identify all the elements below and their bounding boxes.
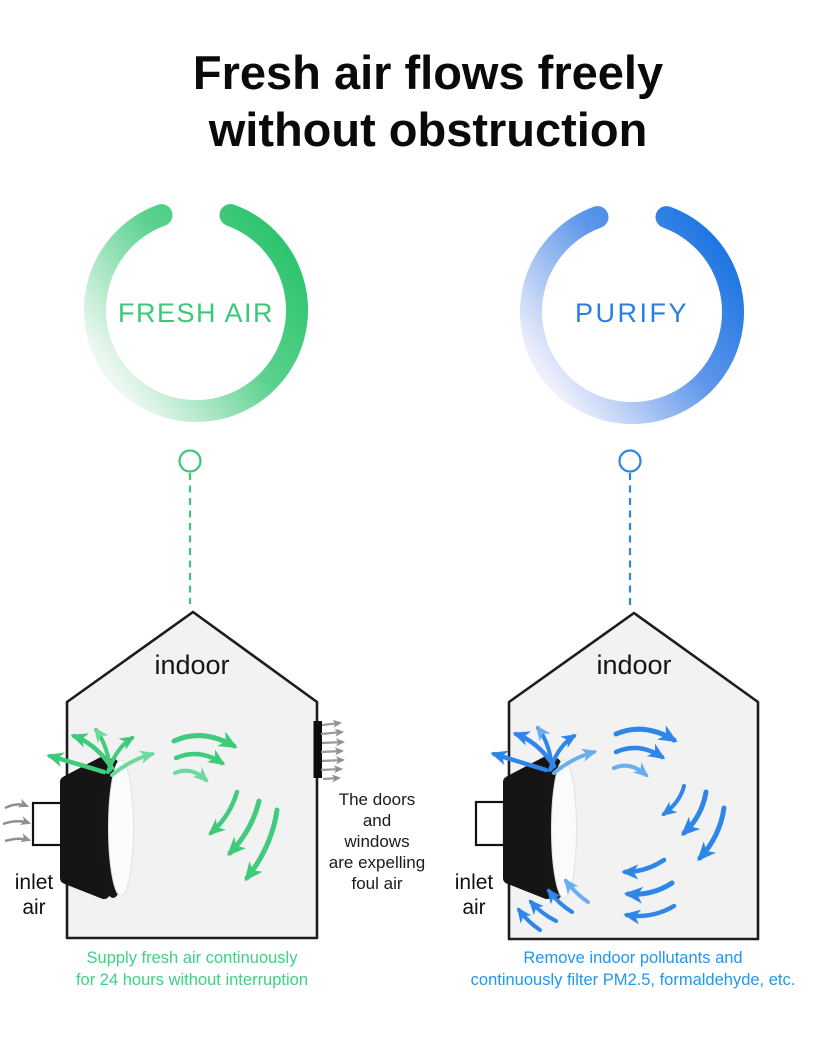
fresh-airflow-arrows-icon [46,727,280,882]
left-house-caption: Supply fresh air continuously for 24 hou… [40,947,344,991]
left-caption-line-1: Supply fresh air continuously [86,949,298,967]
doors-note-line-1: The doors [338,790,416,809]
purify-ring-label: PURIFY [574,298,689,328]
fresh-air-connector-icon [178,449,202,604]
right-fan-icon [503,756,577,900]
fresh-air-ring-label: FRESH AIR [117,298,275,328]
purify-connector-icon [618,449,642,606]
left-indoor-label: indoor [154,650,230,680]
right-inlet-air-label: inlet air [444,870,504,920]
left-caption-line-2: for 24 hours without interruption [75,971,309,989]
right-inlet-line-2: air [462,896,486,919]
right-caption-line-2: continuously filter PM2.5, formaldehyde,… [470,971,796,989]
doors-windows-note: The doors and windows are expelling foul… [314,789,440,894]
left-inlet-duct [31,801,65,847]
doors-note-line-4: are expelling [328,853,426,872]
page-title: Fresh air flows freely without obstructi… [24,44,832,158]
doors-note-line-5: foul air [351,874,403,893]
right-caption-line-1: Remove indoor pollutants and [523,949,743,967]
foul-air-arrows-icon [320,719,346,783]
fresh-air-ring-icon [84,204,308,423]
left-inlet-line-2: air [22,896,46,919]
right-house-caption: Remove indoor pollutants and continuousl… [438,947,828,991]
right-inlet-duct [474,800,506,847]
doors-note-line-3: windows [344,832,410,851]
left-inlet-air-label: inlet air [4,870,64,920]
page-title-line-1: Fresh air flows freely [192,46,664,99]
page-title-line-2: without obstruction [208,103,648,156]
purify-ring-icon [520,206,744,425]
doors-note-line-2: and [362,811,392,830]
right-inlet-line-1: inlet [454,871,494,894]
right-indoor-label: indoor [596,650,672,680]
inlet-air-arrows-icon [2,798,32,843]
left-inlet-line-1: inlet [14,871,54,894]
left-fan-icon [60,756,134,899]
door-vent-icon [313,721,322,778]
purify-airflow-arrows-icon [490,725,727,932]
